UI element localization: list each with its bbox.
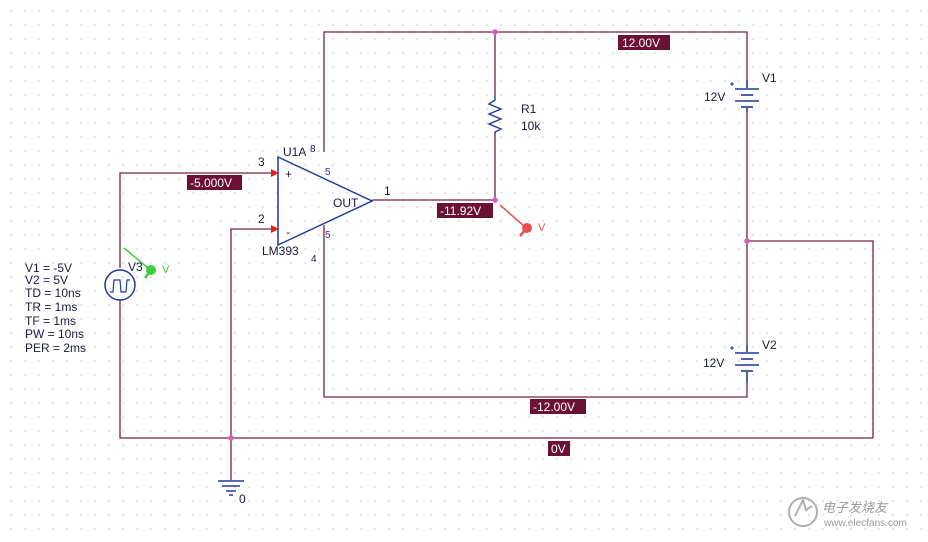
- source-param: PW = 10ns: [25, 327, 84, 341]
- tag-bg: [187, 175, 242, 190]
- tag-text: -12.00V: [533, 400, 575, 414]
- pin-number-vminus: 4: [311, 254, 317, 265]
- source-param: TR = 1ms: [25, 300, 77, 314]
- pin-number-in-plus: 3: [258, 155, 265, 169]
- voltage-tag-ground[interactable]: 0V: [548, 441, 570, 456]
- source-params: V1 = -5V V2 = 5V TD = 10ns TR = 1ms TF =…: [25, 261, 86, 355]
- wire-battery-midpoint: [747, 240, 874, 438]
- source-param: V2 = 5V: [25, 273, 68, 287]
- pin-number-out: 1: [384, 184, 391, 198]
- opamp-plus-sign: +: [285, 167, 292, 181]
- battery-v1-value: 12V: [704, 90, 725, 104]
- probe-tail: [144, 269, 152, 279]
- voltage-tag-in-plus[interactable]: -5.000V: [187, 175, 242, 190]
- battery-v1[interactable]: [730, 80, 759, 112]
- battery-v2[interactable]: [730, 345, 759, 383]
- tag-bg: [530, 399, 586, 414]
- voltage-probe-green[interactable]: V: [123, 247, 170, 279]
- opamp-out-label: OUT: [333, 196, 359, 210]
- source-param: TD = 10ns: [25, 286, 81, 300]
- junction-battery-mid: [744, 238, 750, 244]
- opamp-u1a[interactable]: + - 3 2 1 8 4 5 5 OUT U1A LM393: [258, 144, 391, 265]
- source-param: PER = 2ms: [25, 341, 86, 355]
- resistor-zigzag: [487, 95, 503, 135]
- watermark: 电子发烧友 www.elecfans.com: [788, 497, 907, 529]
- junctions: [228, 29, 750, 441]
- pulse-waveform-icon: [110, 279, 130, 293]
- wires: [119, 31, 874, 480]
- resistor-ref: R1: [521, 102, 537, 116]
- battery-v2-ref: V2: [762, 338, 777, 352]
- tag-bg: [618, 35, 670, 50]
- opamp-part: LM393: [262, 244, 299, 258]
- resistor-value: 10k: [521, 119, 541, 133]
- probe-label: V: [162, 264, 170, 276]
- voltage-tag-bottom-rail[interactable]: -12.00V: [530, 399, 586, 414]
- battery-v2-value: 12V: [703, 356, 724, 370]
- pulse-source-v3[interactable]: V3: [104, 260, 143, 301]
- resistor-r1[interactable]: R1 10k: [487, 95, 541, 135]
- battery-v1-ref: V1: [762, 71, 777, 85]
- ground-label: 0: [239, 492, 246, 506]
- voltage-tag-top-rail[interactable]: 12.00V: [618, 35, 670, 50]
- probe-needle: [123, 247, 149, 269]
- tag-text: 12.00V: [622, 36, 660, 50]
- vminus-pin-glyph: 5: [325, 230, 331, 241]
- source-ref: V3: [128, 260, 143, 274]
- junction-ground: [228, 435, 234, 441]
- in-plus-arrow: [271, 169, 279, 177]
- vplus-pin-glyph: 5: [325, 167, 331, 178]
- tag-text: -11.92V: [440, 204, 481, 218]
- in-minus-arrow: [271, 225, 279, 233]
- wire-bottom-rail: [323, 225, 748, 398]
- watermark-text: 电子发烧友: [822, 500, 889, 515]
- pin-number-vplus: 8: [310, 144, 316, 155]
- wire-ground-return: [119, 300, 873, 439]
- voltage-tag-output[interactable]: -11.92V: [437, 203, 493, 218]
- tag-bg: [437, 203, 493, 218]
- junction-top-r1: [492, 29, 498, 35]
- ground-symbol[interactable]: [218, 480, 244, 496]
- wire-top-rail: [323, 31, 748, 152]
- pin-number-in-minus: 2: [258, 212, 265, 226]
- source-param: TF = 1ms: [25, 314, 76, 328]
- tag-bg: [548, 441, 570, 456]
- source-param: V1 = -5V: [25, 261, 72, 275]
- tag-text: -5.000V: [190, 176, 232, 190]
- opamp-minus-sign: -: [286, 225, 290, 239]
- source-circle: [104, 269, 136, 301]
- watermark-logo-icon: [794, 497, 813, 517]
- junction-output: [492, 197, 498, 203]
- tag-text: 0V: [551, 442, 566, 456]
- probe-label: V: [538, 222, 546, 234]
- opamp-triangle: [277, 155, 374, 247]
- wire-in-minus: [230, 228, 278, 480]
- voltage-probe-red[interactable]: V: [499, 204, 546, 237]
- probe-tail: [519, 227, 528, 237]
- wire-in-plus: [119, 172, 278, 268]
- probe-needle: [499, 204, 525, 227]
- opamp-ref: U1A: [283, 145, 306, 159]
- watermark-url: www.elecfans.com: [823, 518, 907, 529]
